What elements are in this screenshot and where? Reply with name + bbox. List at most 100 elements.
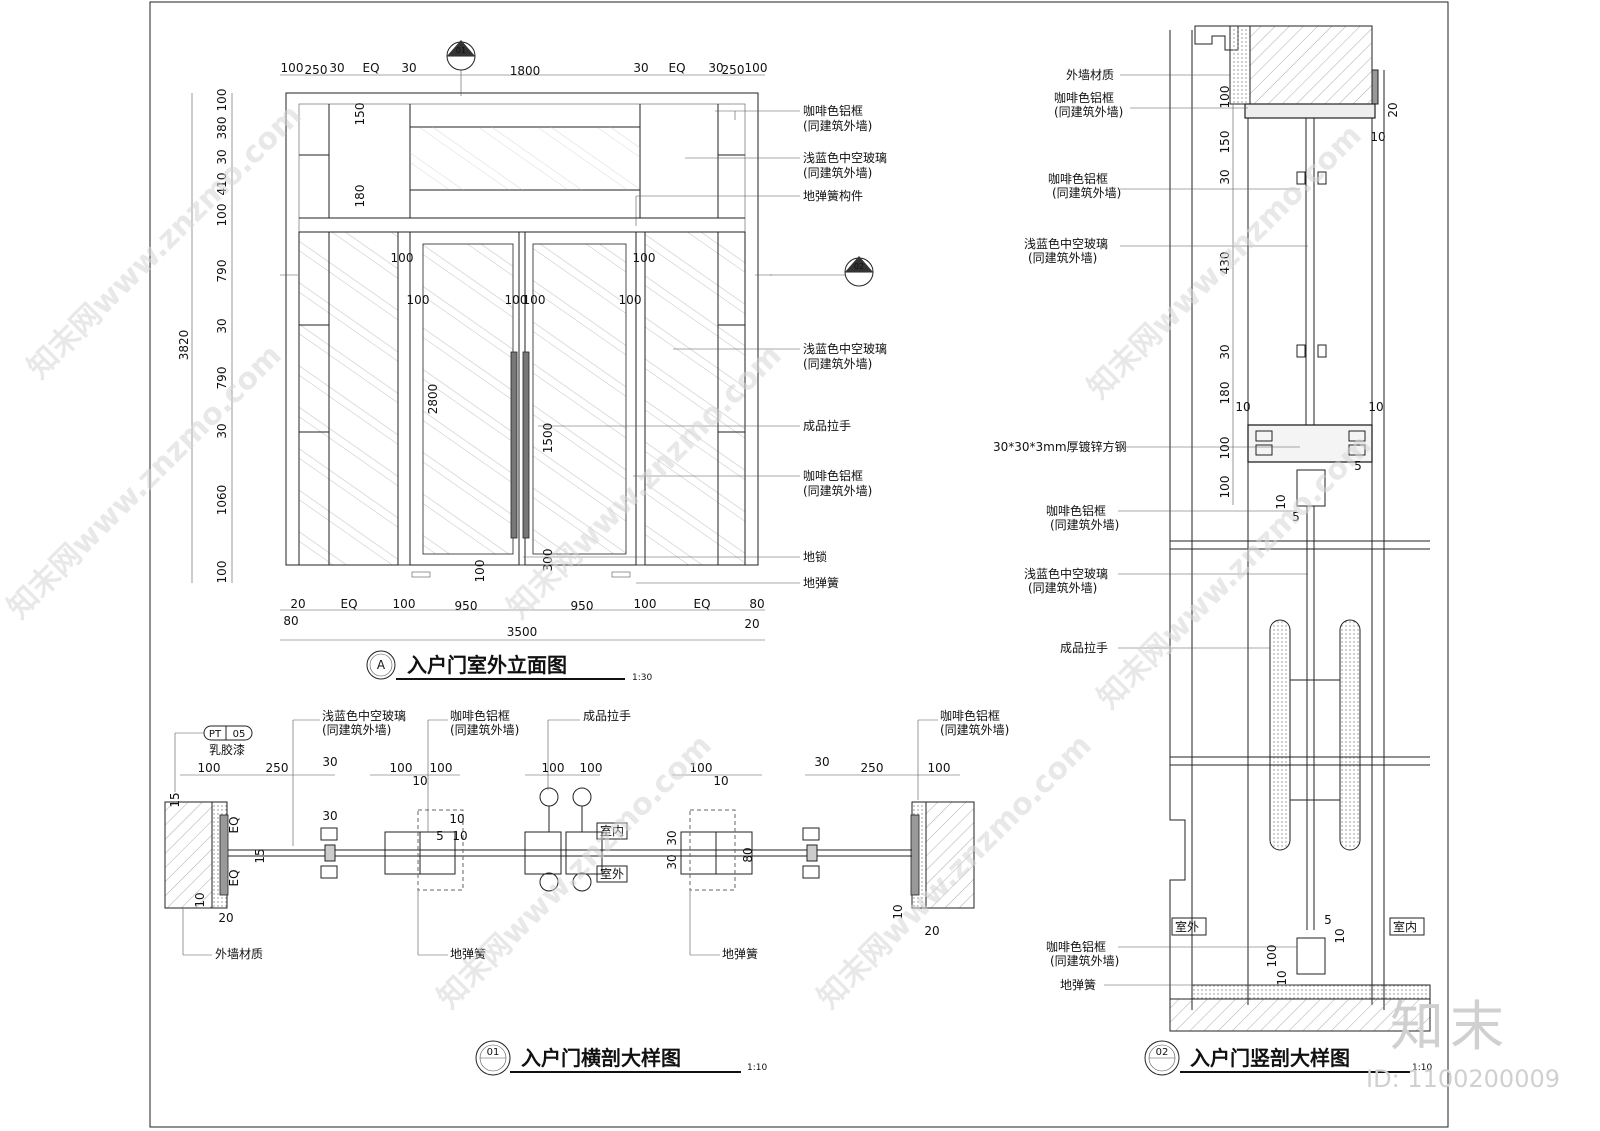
svg-text:20: 20 [744,617,759,631]
svg-text:1060: 1060 [215,485,229,516]
svg-text:100: 100 [1218,476,1232,499]
svg-text:950: 950 [455,599,478,613]
svg-text:01: 01 [456,46,466,55]
svg-text:1:10: 1:10 [747,1063,767,1073]
svg-text:410: 410 [215,173,229,196]
svg-text:100: 100 [1218,86,1232,109]
svg-text:EQ: EQ [693,597,710,611]
svg-text:(同建筑外墙): (同建筑外墙) [940,722,1009,737]
svg-text:15: 15 [253,848,267,863]
svg-text:100: 100 [215,89,229,112]
svg-text:(同建筑外墙): (同建筑外墙) [1052,185,1121,200]
svg-text:100: 100 [215,561,229,584]
svg-text:(同建筑外墙): (同建筑外墙) [322,722,391,737]
vertical-handle-indoor [1339,619,1361,851]
svg-text:知末网www.znzmo.com: 知末网www.znzmo.com [1081,118,1369,406]
svg-text:150: 150 [353,103,367,126]
svg-text:100: 100 [393,597,416,611]
svg-text:3820: 3820 [177,330,191,361]
vertical-section-title: 02 入户门竖剖大样图 1:10 [1144,1040,1432,1076]
svg-text:15: 15 [168,792,182,807]
elevation-top-dims: 100 250 30 EQ 30 1800 30 EQ 30 250 100 [281,61,768,78]
svg-text:(同建筑外墙): (同建筑外墙) [1028,580,1097,595]
svg-text:300: 300 [541,549,555,572]
svg-text:室外: 室外 [600,866,624,881]
svg-text:浅蓝色中空玻璃: 浅蓝色中空玻璃 [322,708,406,723]
svg-text:咖啡色铝框: 咖啡色铝框 [803,468,863,483]
vertical-section-view: 室外 室内 外墙材质 咖啡色铝框 (同建筑外墙) 咖啡色铝框 (同建筑外墙) 浅… [993,25,1432,1076]
svg-text:入户门横剖大样图: 入户门横剖大样图 [521,1046,681,1070]
svg-text:10: 10 [1275,970,1289,985]
svg-text:80: 80 [741,847,755,862]
section-tag-02: 02 [770,256,874,287]
svg-text:室内: 室内 [600,823,624,838]
svg-text:30: 30 [708,61,723,75]
svg-text:100: 100 [542,761,565,775]
svg-text:01: 01 [487,1047,500,1058]
brand-watermark: 知末 [1390,995,1510,1058]
svg-text:30: 30 [814,755,829,769]
vertical-handle-outdoor [1269,619,1291,851]
svg-text:30: 30 [665,854,679,869]
svg-text:地弹簧: 地弹簧 [450,946,486,961]
svg-text:790: 790 [215,367,229,390]
svg-text:浅蓝色中空玻璃: 浅蓝色中空玻璃 [1024,566,1108,581]
svg-text:100: 100 [281,61,304,75]
svg-text:(同建筑外墙): (同建筑外墙) [803,165,872,180]
elevation-bottom-dims: 20 EQ 100 950 950 100 EQ 80 80 3500 20 [283,597,764,639]
svg-text:30: 30 [401,61,416,75]
svg-text:1500: 1500 [541,423,555,454]
svg-text:100: 100 [391,251,414,265]
svg-text:10: 10 [1333,928,1347,943]
elevation-title: A 入户门室外立面图 1:30 [366,650,652,683]
svg-text:地锁: 地锁 [803,549,827,564]
svg-text:30: 30 [665,830,679,845]
pt-tag: PT 05 乳胶漆 [174,725,253,792]
elevation-notes: 咖啡色铝框 (同建筑外墙) 浅蓝色中空玻璃 (同建筑外墙) 地弹簧构件 浅蓝色中… [523,103,887,590]
svg-text:30: 30 [633,61,648,75]
svg-text:咖啡色铝框: 咖啡色铝框 [940,708,1000,723]
svg-text:30: 30 [215,318,229,333]
svg-text:外墙材质: 外墙材质 [215,947,263,961]
svg-text:430: 430 [1218,252,1232,275]
svg-text:100: 100 [1265,945,1279,968]
svg-text:咖啡色铝框: 咖啡色铝框 [1046,503,1106,518]
svg-text:咖啡色铝框: 咖啡色铝框 [450,708,510,723]
horizontal-section-view: PT 05 乳胶漆 [164,708,1009,1076]
svg-text:成品拉手: 成品拉手 [583,708,631,723]
svg-text:咖啡色铝框: 咖啡色铝框 [1054,90,1114,105]
svg-text:(同建筑外墙): (同建筑外墙) [1050,953,1119,968]
svg-text:EQ: EQ [227,869,241,886]
svg-text:EQ: EQ [362,61,379,75]
svg-text:100: 100 [634,597,657,611]
svg-text:250: 250 [266,761,289,775]
svg-text:1:30: 1:30 [632,673,652,683]
svg-text:5: 5 [436,829,444,843]
svg-text:20: 20 [1386,102,1400,117]
svg-text:250: 250 [861,761,884,775]
svg-text:100: 100 [505,293,528,307]
svg-text:5: 5 [1292,510,1300,524]
svg-text:10: 10 [1235,400,1250,414]
svg-text:10: 10 [1370,130,1385,144]
svg-text:30: 30 [215,149,229,164]
svg-text:10: 10 [412,774,427,788]
elevation-inner-dims: 150 180 2800 1500 300 100 100 100 100 10… [353,103,655,583]
svg-text:10: 10 [449,812,464,826]
svg-text:250: 250 [305,63,328,77]
svg-text:5: 5 [1324,913,1332,927]
svg-text:10: 10 [713,774,728,788]
svg-text:成品拉手: 成品拉手 [1060,640,1108,655]
svg-text:(同建筑外墙): (同建筑外墙) [803,483,872,498]
svg-text:100: 100 [1218,437,1232,460]
svg-text:咖啡色铝框: 咖啡色铝框 [1046,939,1106,954]
svg-text:950: 950 [571,599,594,613]
horizontal-section-title: 01 入户门横剖大样图 1:10 [475,1040,767,1076]
svg-text:(同建筑外墙): (同建筑外墙) [1054,104,1123,119]
svg-text:100: 100 [619,293,642,307]
svg-text:EQ: EQ [340,597,357,611]
svg-text:2800: 2800 [426,384,440,415]
svg-text:浅蓝色中空玻璃: 浅蓝色中空玻璃 [803,341,887,356]
svg-text:PT: PT [209,729,222,740]
